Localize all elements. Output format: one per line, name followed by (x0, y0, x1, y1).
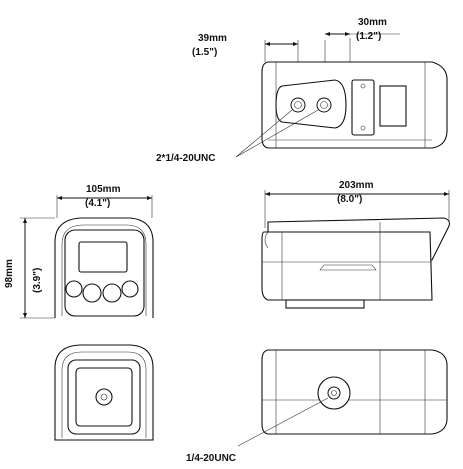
dim-side-length-mm: 203mm (339, 180, 374, 191)
screw-icon (360, 125, 366, 131)
mount-hole-inner (294, 101, 302, 109)
bottom-mount-hole-inner (331, 390, 337, 396)
rear-sunshield-inner (61, 351, 147, 438)
arrow (57, 196, 62, 200)
side-body (261, 231, 433, 301)
dim-front-height-inch: (3.9") (32, 268, 43, 293)
bottom-mount-hole (327, 386, 341, 400)
arrow (265, 42, 270, 46)
ir-led (65, 280, 83, 298)
callout-leader (237, 397, 329, 447)
bottom-body-outline (261, 349, 448, 435)
arrow (345, 32, 350, 36)
callout-leader (235, 109, 319, 158)
ir-led (102, 283, 122, 303)
dim-front-height-mm: 98mm (4, 259, 15, 288)
bottom-mount-plate (317, 376, 351, 410)
arrow (23, 313, 27, 318)
callout-top-mount: 2*1/4-20UNC (156, 153, 215, 164)
arrow (23, 218, 27, 223)
side-groove (319, 264, 377, 271)
top-view: 39mm (1.5") 30mm (1.2") 2*1/4-20UNC (156, 17, 448, 164)
arrow (293, 42, 298, 46)
dim-side-length-inch: (8.0") (337, 194, 362, 205)
side-view: 203mm (8.0") (261, 180, 450, 309)
rear-mount-hole-inner (100, 393, 108, 401)
cable-block (351, 79, 375, 136)
side-bump (264, 231, 269, 249)
mount-plate (275, 79, 347, 129)
arrow (325, 32, 330, 36)
dim-front-width-mm: 105mm (86, 184, 121, 195)
ir-led (82, 283, 102, 303)
mount-foot (285, 299, 365, 309)
ir-led (121, 280, 139, 298)
rear-mount-hole (95, 388, 113, 406)
front-view: 105mm (4.1") 98mm (3.9") (4, 184, 154, 319)
mount-hole (316, 97, 332, 113)
dim-top-left-inch: (1.5") (192, 47, 217, 58)
sunshield-inner (61, 224, 147, 316)
callout-bottom-mount: 1/4-20UNC (186, 453, 236, 464)
lens-window (78, 241, 128, 273)
screw-icon (360, 83, 366, 89)
mount-hole (290, 97, 306, 113)
dim-top-right-mm: 30mm (358, 17, 387, 28)
dim-top-right-inch: (1.2") (356, 31, 381, 42)
arrow (444, 192, 449, 196)
mount-hole-inner (320, 101, 328, 109)
rear-view (54, 344, 154, 441)
arrow (265, 192, 270, 196)
bottom-view: 1/4-20UNC (186, 349, 448, 464)
dim-top-left-mm: 39mm (198, 33, 227, 44)
callout-leader (235, 109, 293, 158)
label-window (379, 85, 407, 127)
dim-front-width-inch: (4.1") (85, 198, 110, 209)
arrow (147, 196, 152, 200)
